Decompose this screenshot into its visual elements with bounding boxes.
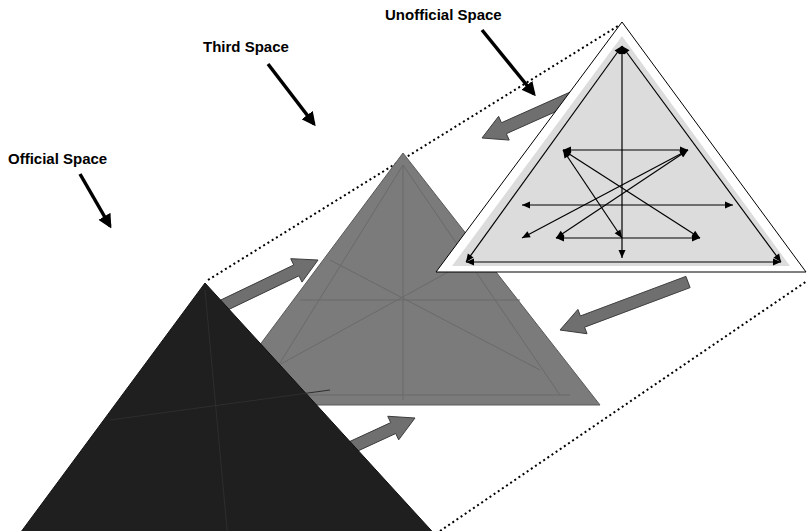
arrow-head (692, 235, 700, 242)
arrow-head (619, 250, 626, 258)
relation-arrow (522, 204, 733, 205)
arrow-head (773, 259, 781, 266)
triangle (436, 22, 806, 272)
triangle-group (15, 283, 440, 531)
arrow-head (522, 202, 530, 209)
space-label: Third Space (203, 38, 289, 56)
relation-arrow (522, 150, 688, 238)
triangle-fill (452, 36, 790, 266)
texture-line (270, 260, 470, 370)
flow-arrow (347, 416, 415, 453)
arrow-head (619, 46, 626, 54)
relation-arrow (466, 46, 622, 262)
relation-arrow (563, 150, 700, 238)
relation-arrow (621, 46, 622, 258)
official-space-triangle: Official Space (0, 283, 445, 531)
relation-arrow (556, 237, 700, 238)
relation-arrow (563, 149, 688, 150)
relation-arrow (622, 46, 781, 262)
triangle (15, 283, 440, 531)
pointer-arrow (482, 30, 534, 94)
arrow-head (615, 229, 622, 238)
triangle-shape (435, 22, 807, 272)
arrow-head (725, 202, 733, 209)
relation-arrow (466, 261, 781, 262)
space-label: Official Space (8, 150, 107, 168)
relation-arrow (563, 150, 622, 238)
arrow-head (522, 231, 531, 238)
unofficial-space-triangle: Unofficial Space (435, 22, 807, 272)
triangle-shape (0, 283, 445, 531)
pointer-arrow (268, 64, 314, 124)
arrow-head (563, 150, 570, 159)
arrow-head (679, 150, 688, 157)
flow-arrow (560, 276, 690, 333)
texture-line (300, 300, 520, 301)
triangle-group (436, 22, 806, 272)
texture-line (110, 390, 330, 420)
relation-arrow (556, 150, 688, 238)
texture-line (330, 260, 540, 370)
texture-line (403, 165, 404, 400)
arrow-head (466, 259, 474, 266)
arrow-head (556, 235, 564, 242)
space-label: Unofficial Space (385, 6, 502, 24)
texture-line (205, 290, 228, 531)
texture-line (260, 165, 403, 395)
pointer-arrow (80, 174, 110, 226)
